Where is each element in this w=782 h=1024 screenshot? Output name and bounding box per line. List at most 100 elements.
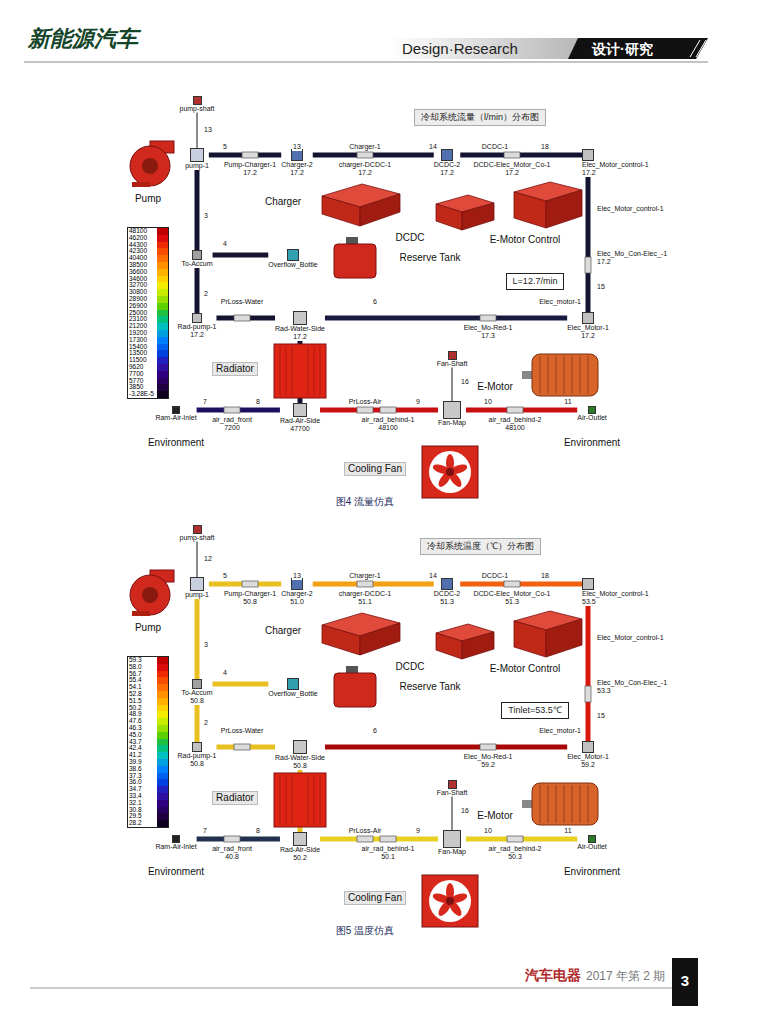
component-name: Radiator [212, 362, 258, 376]
part-label: Elec_Mo-Red-1 [463, 324, 514, 332]
legend-value: 28.2 [128, 820, 157, 827]
component-icon [172, 406, 180, 414]
legend-swatch [157, 357, 168, 364]
part-label: 4 [222, 669, 228, 677]
coolant-pipe [313, 153, 434, 158]
legend-row: 3850 [128, 384, 168, 391]
legend-row: 34600 [128, 276, 168, 283]
component-name: Pump [135, 622, 161, 634]
part-label: 13 [292, 143, 302, 151]
component-label: 冷却系统流量（l/min）分布图 [421, 112, 539, 123]
component-name: DCDC [396, 232, 425, 244]
component-label: Elec_Motor-1 [567, 324, 609, 332]
part-label: Elec_motor-1 [538, 727, 582, 735]
component-label: Charger-2 [281, 161, 313, 169]
legend-swatch [157, 779, 168, 786]
legend-value: 7700 [128, 371, 157, 378]
component-icon [190, 148, 204, 162]
legend-row: 51.5 [128, 698, 168, 705]
coolant-pipe [216, 316, 275, 321]
component-icon [582, 741, 594, 753]
legend-swatch [157, 242, 168, 249]
legend-row: 46.3 [128, 725, 168, 732]
legend-swatch [157, 807, 168, 814]
circuit-illustration [128, 141, 599, 498]
legend-value: 50.2 [128, 705, 157, 712]
reserve-tank-picture [334, 237, 376, 278]
part-label: PrLoss-Air [348, 398, 383, 406]
part-label: 10 [483, 398, 493, 406]
part-label: DCDC-1 [481, 572, 509, 580]
legend-row: 29.5 [128, 813, 168, 820]
legend-value: 43.7 [128, 739, 157, 746]
part-label: Pump-Charger-1 [223, 590, 277, 598]
component-icon [192, 250, 202, 260]
legend-swatch [157, 289, 168, 296]
component-block: pump-shaft [179, 96, 214, 113]
component-label: To-Accum [181, 689, 212, 697]
legend-value: 46200 [128, 235, 157, 242]
part-label: PrLoss-Water [220, 727, 265, 735]
part-label: 40.8 [224, 853, 240, 861]
page-header: Design·Research [402, 40, 518, 58]
component-icon [441, 578, 453, 590]
part-label: 12 [203, 555, 213, 563]
legend-swatch [157, 718, 168, 725]
legend-row: 56.7 [128, 671, 168, 678]
part-label: 4 [222, 240, 228, 248]
legend-swatch [157, 773, 168, 780]
legend-value: 32.1 [128, 800, 157, 807]
part-label: Elec_motor-1 [538, 298, 582, 306]
legend-value: 3850 [128, 384, 157, 391]
legend-row: 59.3 [128, 657, 168, 664]
component-label: Fan-Shaft [437, 789, 468, 797]
component-icon [448, 351, 457, 360]
legend-value: 30.8 [128, 807, 157, 814]
legend-row: 34.7 [128, 786, 168, 793]
part-label: 2 [203, 290, 209, 298]
component-label: DCDC-2 [434, 590, 460, 598]
legend-value: 19200 [128, 330, 157, 337]
component-block: DCDC-251.3 [434, 578, 460, 606]
legend-value: 23100 [128, 316, 157, 323]
legend-swatch [157, 813, 168, 820]
callout-box: L=12.7/min [506, 273, 565, 290]
component-icon [293, 832, 307, 846]
component-label: L=12.7/min [513, 276, 558, 287]
part-label: 3 [203, 641, 209, 649]
legend-value: 29.5 [128, 813, 157, 820]
legend-swatch [157, 671, 168, 678]
legend-value: 30800 [128, 289, 157, 296]
component-icon [192, 742, 202, 752]
component-block: Fan-Map [438, 401, 466, 427]
component-block: Fan-Shaft [437, 351, 468, 368]
component-name: Reserve Tank [400, 681, 461, 693]
legend-swatch [157, 378, 168, 385]
component-block: To-Accum50.8 [181, 679, 212, 705]
part-label: Elec_Mo_Con-Elec_-1 [596, 250, 668, 258]
legend-row: 36600 [128, 269, 168, 276]
component-label: Elec_Motor_control-1 [582, 161, 649, 169]
legend-swatch [157, 820, 168, 827]
part-label: 17.3 [480, 332, 496, 340]
component-name: Reserve Tank [400, 252, 461, 264]
legend-value: 17300 [128, 337, 157, 344]
coolant-pipe [195, 170, 200, 250]
part-label: 53.3 [596, 687, 612, 695]
component-icon [448, 780, 457, 789]
component-label: pump-1 [185, 591, 209, 599]
part-label: air_rad_behind-1 [361, 845, 416, 853]
part-label: 14 [428, 143, 438, 151]
coolant-pipe [213, 682, 269, 687]
part-label: Charger-1 [348, 572, 382, 580]
legend-swatch [157, 316, 168, 323]
motor-controller-picture [514, 182, 582, 228]
part-label: 50.1 [380, 853, 396, 861]
legend-row: 47.6 [128, 718, 168, 725]
page-footer: 汽车电器 [525, 967, 581, 984]
legend-value: 59.3 [128, 657, 157, 664]
legend-row: 38500 [128, 262, 168, 269]
legend-row: 42.4 [128, 745, 168, 752]
legend-value: 45.0 [128, 732, 157, 739]
page-footer [30, 958, 698, 1006]
